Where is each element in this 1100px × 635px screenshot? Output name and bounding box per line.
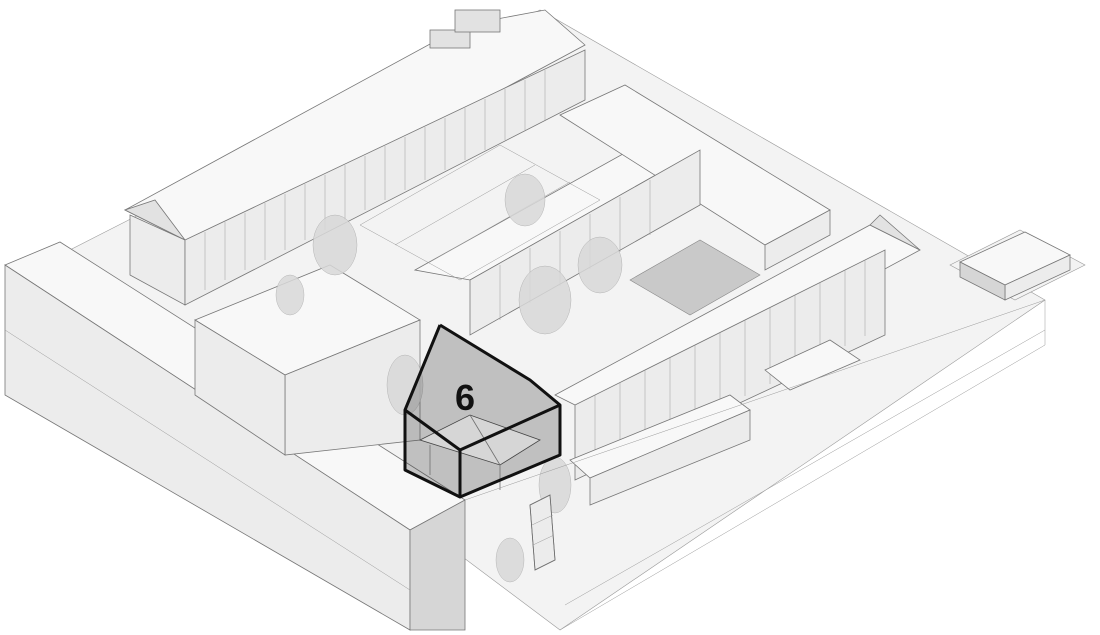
small-pavilion-right (959, 231, 1071, 301)
building-front-long (554, 214, 921, 506)
edge-lines (464, 299, 1046, 606)
building-back-long (123, 9, 586, 306)
volume-number-label: 6 (455, 377, 475, 418)
large-block-left (4, 241, 466, 631)
small-tower (529, 494, 556, 571)
highlighted-volume-6: 6 (403, 323, 562, 499)
trees (275, 173, 623, 583)
